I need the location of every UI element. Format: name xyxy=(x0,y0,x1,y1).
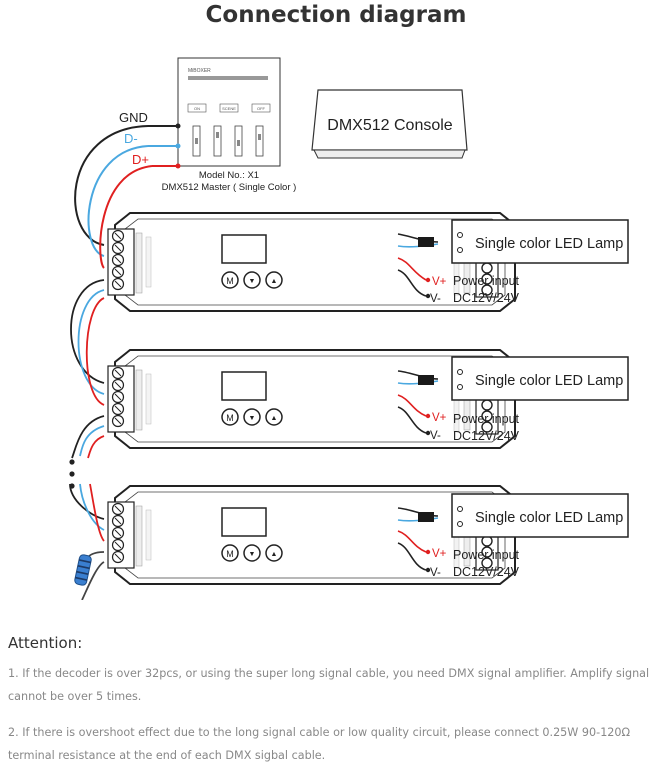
master-indicator-bar xyxy=(188,76,268,80)
master-to-decoder1-wiring xyxy=(74,125,153,269)
gnd-label: GND xyxy=(119,110,148,125)
master-scene-label: SCENE xyxy=(222,106,236,111)
decoder-2-buttons: M ▼ ▲ xyxy=(221,408,283,426)
decoder-3-output: Single color LED Lamp V+ V- Power input … xyxy=(397,493,629,579)
decoder-2-vplus: V+ xyxy=(432,412,447,424)
decoder-2-voltage: DC12V/24V xyxy=(453,429,520,443)
d-minus-label: D- xyxy=(124,131,138,146)
mode-button-label: M xyxy=(226,549,234,559)
console-label: DMX512 Console xyxy=(327,117,453,134)
up-button-label: ▲ xyxy=(271,415,278,422)
attention-note-2: 2. If there is overshoot effect due to t… xyxy=(8,726,631,762)
master-on-label: ON xyxy=(194,106,200,111)
decoder-3-mode-button[interactable] xyxy=(221,544,239,562)
decoder-3-lamp-label: Single color LED Lamp xyxy=(475,510,623,526)
dmx512-master: MiBOXER ON SCENE OFF Model No.: X1 DMX51… xyxy=(162,57,297,193)
decoder-3-buttons: M ▼ ▲ xyxy=(221,544,283,562)
decoder-2-power-label: Power input xyxy=(453,412,520,426)
daisy-chain-wiring xyxy=(69,279,105,600)
decoder-2: M ▼ ▲ xyxy=(107,349,516,449)
attention-heading: Attention: xyxy=(8,634,83,652)
master-brand: MiBOXER xyxy=(188,68,211,74)
decoder-3-power-label: Power input xyxy=(453,548,520,562)
decoder-1-up-button[interactable] xyxy=(265,271,283,289)
up-button-label: ▲ xyxy=(271,278,278,285)
decoder-1: M ▼ ▲ xyxy=(107,212,516,312)
decoder-1-lamp-label: Single color LED Lamp xyxy=(475,236,623,252)
master-scene-button[interactable] xyxy=(219,103,239,113)
decoder-2-lamp-label: Single color LED Lamp xyxy=(475,373,623,389)
decoder-1-voltage: DC12V/24V xyxy=(453,291,520,305)
decoder-3: M ▼ ▲ xyxy=(107,485,516,585)
decoder-2-mode-button[interactable] xyxy=(221,408,239,426)
master-model: Model No.: X1 xyxy=(199,170,259,181)
decoder-3-voltage: DC12V/24V xyxy=(453,565,520,579)
decoder-2-down-button[interactable] xyxy=(243,408,261,426)
down-button-label: ▼ xyxy=(249,551,256,558)
master-on-button[interactable] xyxy=(187,103,207,113)
master-off-label: OFF xyxy=(257,106,266,111)
down-button-label: ▼ xyxy=(249,278,256,285)
d-plus-label: D+ xyxy=(132,152,149,167)
down-button-label: ▼ xyxy=(249,415,256,422)
master-name: DMX512 Master ( Single Color ) xyxy=(162,182,297,193)
decoder-1-mode-button[interactable] xyxy=(221,271,239,289)
terminal-resistor xyxy=(74,554,92,586)
attention-note-1: 1. If the decoder is over 32pcs, or usin… xyxy=(8,667,650,703)
decoder-1-power-label: Power input xyxy=(453,274,520,288)
decoder-2-up-button[interactable] xyxy=(265,408,283,426)
decoder-3-down-button[interactable] xyxy=(243,544,261,562)
dmx512-console: DMX512 Console xyxy=(311,89,468,159)
decoder-2-lamp xyxy=(451,356,629,401)
decoder-3-vplus: V+ xyxy=(432,548,447,560)
mode-button-label: M xyxy=(226,276,234,286)
master-off-button[interactable] xyxy=(251,103,271,113)
decoder-3-up-button[interactable] xyxy=(265,544,283,562)
decoder-1-down-button[interactable] xyxy=(243,271,261,289)
connection-diagram: MiBOXER ON SCENE OFF Model No.: X1 DMX51… xyxy=(69,57,629,600)
decoder-1-buttons: M ▼ ▲ xyxy=(221,271,283,289)
decoder-1-vplus: V+ xyxy=(432,276,447,288)
decoder-1-vminus: V- xyxy=(430,293,441,305)
decoder-3-lamp xyxy=(451,493,629,538)
decoder-2-vminus: V- xyxy=(430,430,441,442)
decoder-3-vminus: V- xyxy=(430,567,441,579)
master-button-row: ON SCENE OFF xyxy=(187,103,271,113)
page-title: Connection diagram xyxy=(205,2,467,28)
master-signal-wires xyxy=(148,123,181,169)
mode-button-label: M xyxy=(226,413,234,423)
decoder-1-lamp xyxy=(451,219,629,264)
decoder-1-output: Single color LED Lamp V+ V- Power input … xyxy=(397,219,629,305)
up-button-label: ▲ xyxy=(271,551,278,558)
continuation-dots xyxy=(69,459,75,489)
decoder-2-output: Single color LED Lamp V+ V- Power input … xyxy=(397,356,629,443)
